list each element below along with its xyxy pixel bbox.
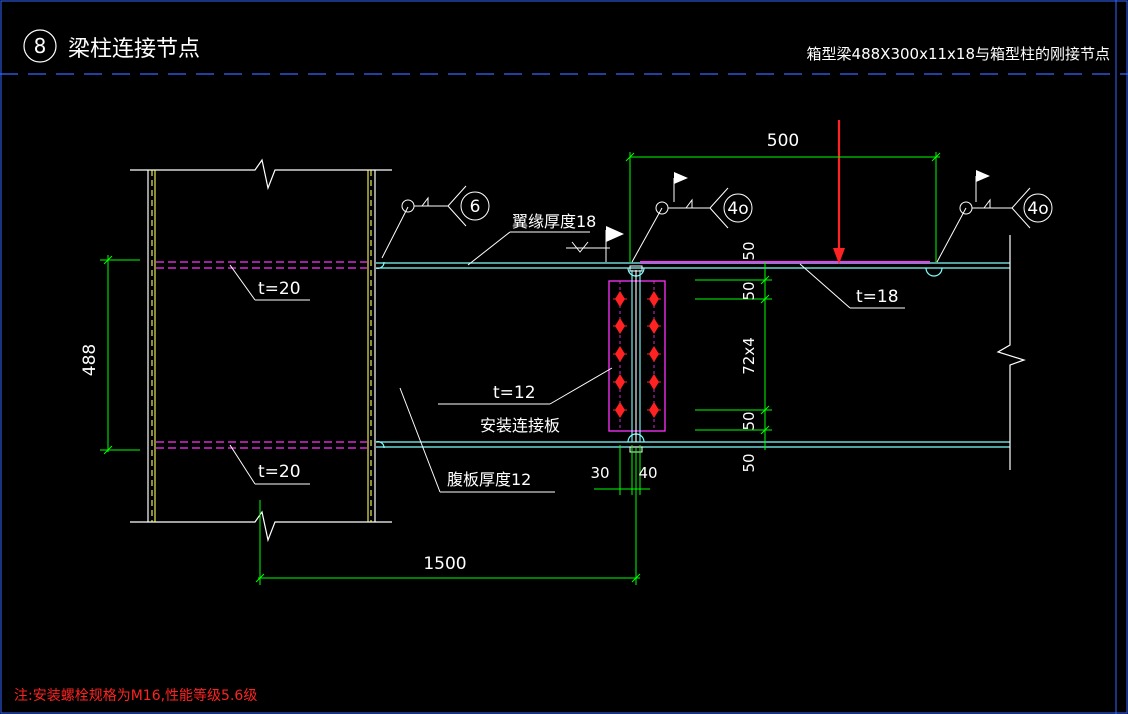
dim-v-tick-2 [760,294,770,304]
dim-500-text: 500 [767,131,799,151]
label-flange-thickness: 翼缘厚度18 [512,212,596,231]
leader-texts: 翼缘厚度18 t=20 t=20 腹板厚度12 t=12 安装连接板 t=18 [258,212,899,489]
label-splice-name: 安装连接板 [480,416,560,435]
weld2-fillet [685,198,693,209]
weld3-flag-icon [976,170,990,182]
box-beam [376,262,1010,448]
weld3-ref-circle [1023,193,1053,223]
dim-1500-text: 1500 [423,554,466,574]
dim-bolt-pitch-text: 72x4 [740,337,758,375]
dim-500-tick-l [625,152,635,162]
dimension-lines [100,152,941,585]
dim-488-tick-t [103,255,113,265]
page-title: 梁柱连接节点 [68,37,200,62]
weld1-tail [447,185,467,227]
label-cover-plate: t=18 [856,287,899,307]
weld3-arrow [936,207,967,263]
leader-web [399,387,441,493]
box-column [130,158,392,543]
dim-500-tick-r [931,152,941,162]
dim-bolt-top-text: 50 [740,281,758,300]
weld1-fillet [421,196,429,207]
leader-lines [229,231,905,493]
weld-flags [606,170,990,242]
weld1-all-around [401,199,415,213]
column-wall-lines [151,170,372,522]
column-bottom-break [130,510,392,543]
detail-number: 8 [34,34,47,58]
weld-ref-texts: 6 4o 4o [470,197,1049,219]
weld2-arrow [631,207,663,263]
column-stiffeners [156,261,367,449]
hole-right-top [925,267,943,277]
label-stiffener-top: t=20 [258,279,301,299]
dim-flange-bottom-text: 50 [740,453,758,472]
dim-v-tick-3 [760,405,770,415]
dim-488-text: 488 [80,344,100,376]
dim-v-tick-4 [760,425,770,435]
leader-flange [467,231,511,266]
weld1-ref-text: 6 [470,197,481,217]
hole-col-bottom [375,441,385,449]
leader-stiff-top [229,264,256,301]
dim-488-tick-b [103,445,113,455]
hole-col-top [375,261,385,269]
leader-stiff-bottom [229,444,256,485]
weld4-groove [571,241,589,253]
weld3-tail [1011,187,1031,229]
weld1-ref-circle [460,191,490,221]
detail-number-circle [23,29,57,63]
load-arrow-head [833,248,845,264]
splice-plate [608,280,666,432]
weld-symbols [381,176,1053,263]
dimension-texts: 500 488 1500 30 40 50 50 72x4 50 50 [80,131,799,574]
weld4-flag-icon [606,226,624,242]
bolt-group [613,291,661,418]
dim-gap-left-text: 30 [590,464,609,482]
label-stiffener-bottom: t=20 [258,462,301,482]
footnote: 注:安装螺栓规格为M16,性能等级5.6级 [14,687,257,704]
weld3-ref-text: 4o [1027,199,1048,219]
label-splice-t: t=12 [493,383,536,403]
column-top-break [130,158,392,191]
dim-flange-top-text: 50 [740,241,758,260]
weld2-flag-icon [674,172,688,184]
label-web-thickness: 腹板厚度12 [447,470,531,489]
weld2-ref-circle [723,193,753,223]
dim-gap-right-text: 40 [638,464,657,482]
weld1-arrow [381,206,409,259]
weld2-tail [709,187,729,229]
dim-1500-tick-r [631,573,641,583]
leader-splice [549,367,613,405]
weld3-fillet [983,198,991,209]
dim-1500-tick-l [255,573,265,583]
beam-break-line [996,235,1026,470]
dim-v-tick-1 [760,275,770,285]
weld2-ref-text: 4o [727,199,748,219]
page-subtitle: 箱型梁488X300x11x18与箱型柱的刚接节点 [807,45,1110,63]
leader-cover [799,263,851,309]
dim-bolt-bottom-text: 50 [740,411,758,430]
